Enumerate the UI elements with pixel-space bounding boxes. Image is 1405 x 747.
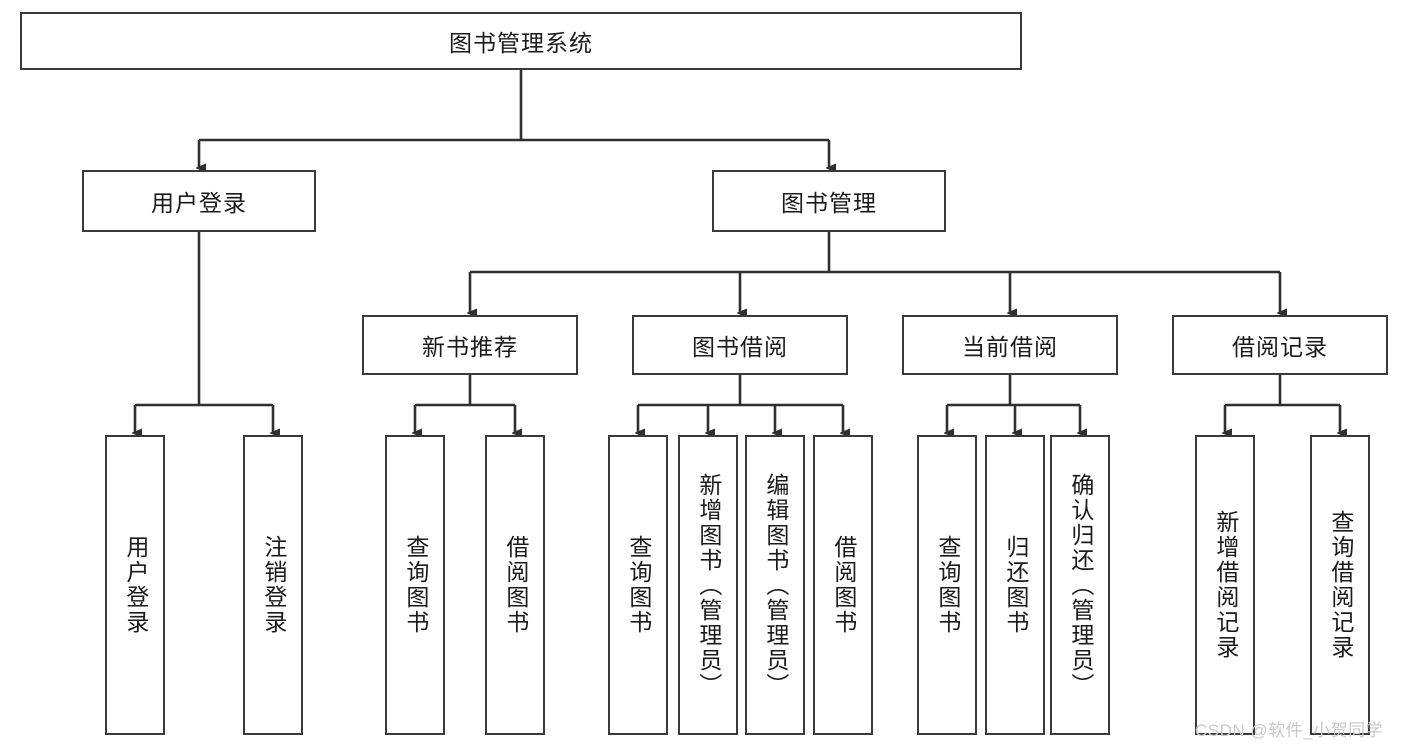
- node-new-book-recommend[interactable]: 新书推荐: [362, 315, 578, 375]
- node-label: 图书管理系统: [449, 30, 593, 56]
- leaf-leaf-borrow-book-rec[interactable]: 借阅图书: [485, 435, 545, 735]
- node-label: 当前借阅: [962, 334, 1058, 360]
- node-label: 确认归还（管理员）: [1067, 472, 1094, 698]
- leaf-leaf-user-login[interactable]: 用户登录: [105, 435, 165, 735]
- node-borrow-record[interactable]: 借阅记录: [1172, 315, 1388, 375]
- node-label: 查询借阅记录: [1327, 510, 1354, 660]
- node-label: 查询图书: [625, 535, 652, 635]
- csdn-watermark: CSDN @软件_小贺同学: [1195, 721, 1384, 740]
- leaf-leaf-borrow-book[interactable]: 借阅图书: [813, 435, 873, 735]
- node-label: 用户登录: [122, 535, 149, 635]
- node-label: 新增图书（管理员）: [695, 472, 722, 698]
- leaf-leaf-edit-book-admin[interactable]: 编辑图书（管理员）: [745, 435, 805, 735]
- node-label: 借阅图书: [502, 535, 529, 635]
- node-label: 注销登录: [260, 535, 287, 635]
- node-label: 借阅记录: [1232, 334, 1328, 360]
- leaf-leaf-query-book-current[interactable]: 查询图书: [917, 435, 977, 735]
- node-label: 查询图书: [934, 535, 961, 635]
- node-user-login[interactable]: 用户登录: [82, 170, 316, 232]
- leaf-leaf-return-book[interactable]: 归还图书: [985, 435, 1045, 735]
- node-label: 新增借阅记录: [1212, 510, 1239, 660]
- node-label: 用户登录: [151, 190, 247, 216]
- leaf-leaf-add-book-admin[interactable]: 新增图书（管理员）: [678, 435, 738, 735]
- leaf-leaf-add-borrow-record[interactable]: 新增借阅记录: [1195, 435, 1255, 735]
- node-label: 查询图书: [402, 535, 429, 635]
- node-book-borrow[interactable]: 图书借阅: [632, 315, 848, 375]
- node-root[interactable]: 图书管理系统: [20, 12, 1022, 70]
- leaf-leaf-query-book-borrow[interactable]: 查询图书: [608, 435, 668, 735]
- node-current-borrow[interactable]: 当前借阅: [902, 315, 1118, 375]
- node-label: 图书管理: [781, 190, 877, 216]
- leaf-leaf-query-borrow-record[interactable]: 查询借阅记录: [1310, 435, 1370, 735]
- node-book-manage[interactable]: 图书管理: [712, 170, 946, 232]
- leaf-leaf-user-logout[interactable]: 注销登录: [243, 435, 303, 735]
- node-label: 借阅图书: [830, 535, 857, 635]
- node-label: 图书借阅: [692, 334, 788, 360]
- node-label: 新书推荐: [422, 334, 518, 360]
- leaf-leaf-query-book-rec[interactable]: 查询图书: [385, 435, 445, 735]
- leaf-leaf-confirm-return-admin[interactable]: 确认归还（管理员）: [1050, 435, 1110, 735]
- node-label: 归还图书: [1002, 535, 1029, 635]
- node-label: 编辑图书（管理员）: [762, 472, 789, 698]
